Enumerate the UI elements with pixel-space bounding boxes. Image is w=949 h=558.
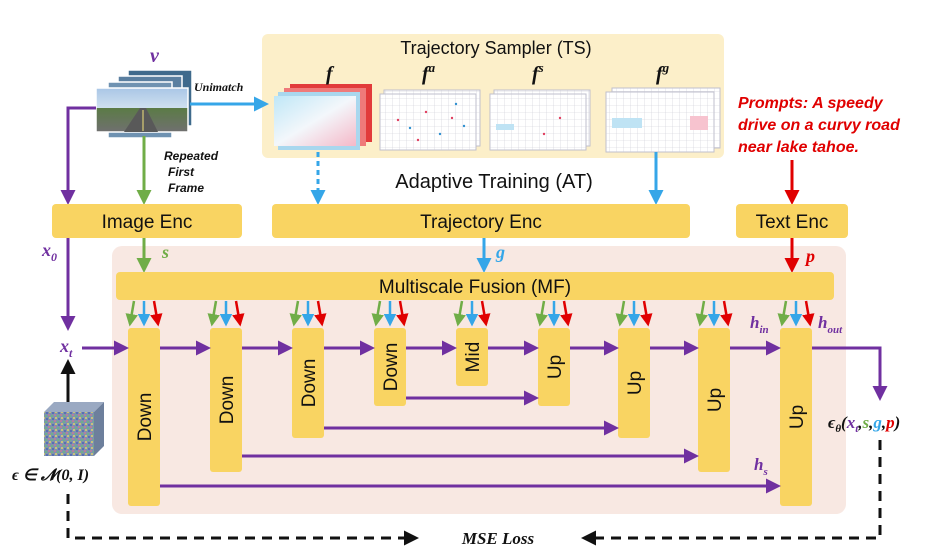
unet-block-up-1-label: Up [545,355,566,379]
text-encoder-label: Text Enc [756,212,829,233]
svg-text:near lake tahoe.: near lake tahoe. [738,139,859,156]
h-in-label: hin [750,313,769,336]
fusion-arrows [125,300,815,327]
svg-text:Prompts: A speedy: Prompts: A speedy [738,95,884,112]
condition-g-label: g [495,242,505,262]
optical-flow-stack [274,84,372,150]
fusion-arrow-4-g [371,300,384,327]
unet-block-up-4 [780,328,812,506]
fusion-arrow-6-g [535,300,548,327]
fusion-arrow-5-r [478,300,491,327]
unet-block-down-4-label: Down [381,343,402,392]
text-prompt: Prompts: A speedy drive on a curvy road … [738,95,901,156]
unet-block-down-3-label: Down [299,359,320,408]
unet-block-up-1 [538,328,570,406]
fusion-arrow-5-g [453,300,466,327]
video-symbol-v: v [150,45,160,67]
x0-label: x0 [41,240,57,264]
condition-s-label: s [161,242,169,262]
repeated-first-frame-label: Repeated First Frame [164,149,219,195]
mse-loss-right-arrow [581,440,882,546]
h-s-label: hs [754,455,768,478]
unet-block-down-2 [210,328,242,472]
noise-distribution-label: ϵ ∈ 𝓝(0, I) [12,467,89,484]
unet-blocks: Down Down Down Down Mid Up Up Up Up [128,328,812,506]
trajectory-encoder-block [272,204,690,238]
image-encoder-label: Image Enc [102,212,193,233]
svg-text:drive on a curvy road: drive on a curvy road [738,117,901,134]
output-arrow [812,346,888,401]
fusion-arrow-7-g [615,300,628,327]
trajectory-fa-thumbnail [379,89,481,151]
unimatch-label: Unimatch [194,80,244,94]
unet-block-up-2 [618,328,650,438]
fusion-arrow-2-r [232,300,245,327]
trajectory-fs-label: fs [532,60,544,85]
unet-block-down-1 [128,328,160,506]
fusion-arrow-1-r [150,300,163,327]
fusion-arrow-8-r [720,300,733,327]
trajectory-sampler-title: Trajectory Sampler (TS) [400,38,591,58]
svg-text:Frame: Frame [168,181,204,195]
condition-p-label: p [804,246,815,266]
trajectory-fa-label: fa [422,60,436,85]
unet-block-up-3 [698,328,730,472]
flow-symbol-f: f [326,63,335,85]
output-epsilon-theta: ϵθ(xt,s,g,p) [828,413,900,435]
fusion-arrow-3-g [289,300,302,327]
input-video-frames [95,69,193,139]
mse-loss-label: MSE Loss [461,529,535,548]
unet-block-up-4-label: Up [787,405,808,429]
image-encoder-block [52,204,242,238]
unet-block-down-3 [292,328,324,438]
noise-cube [44,402,104,456]
svg-text:Repeated: Repeated [164,149,219,163]
trajectory-fg-label: fg [656,60,670,85]
fusion-arrow-9-r [802,300,815,327]
trajectory-encoder-label: Trajectory Enc [420,212,542,233]
trajectory-fs-thumbnail [489,89,591,151]
fusion-arrow-1-g [125,300,138,327]
fusion-arrow-6-r [560,300,573,327]
unet-block-down-4 [374,328,406,406]
unet-block-down-1-label: Down [135,393,156,442]
h-out-label: hout [818,313,843,336]
fusion-arrow-7-r [640,300,653,327]
fusion-arrow-9-g [777,300,790,327]
video-to-x0-arrow [60,106,96,205]
fusion-arrow-8-g [695,300,708,327]
multiscale-fusion-label: Multiscale Fusion (MF) [379,277,571,298]
unet-block-mid-label: Mid [463,342,484,373]
multiscale-fusion-block [116,272,834,300]
text-encoder-block [736,204,848,238]
unet-block-up-3-label: Up [705,388,726,412]
mse-loss-left-arrow [66,494,419,546]
fusion-arrow-2-g [207,300,220,327]
xt-label: xt [59,336,73,360]
unet-block-up-2-label: Up [625,371,646,395]
adaptive-training-label: Adaptive Training (AT) [395,171,593,193]
unet-block-mid [456,328,488,386]
fusion-arrow-3-r [314,300,327,327]
skip-connections [160,390,781,494]
fusion-arrow-4-r [396,300,409,327]
unet-block-down-2-label: Down [217,376,238,425]
trajectory-fg-thumbnail [605,87,721,153]
svg-text:First: First [168,165,195,179]
